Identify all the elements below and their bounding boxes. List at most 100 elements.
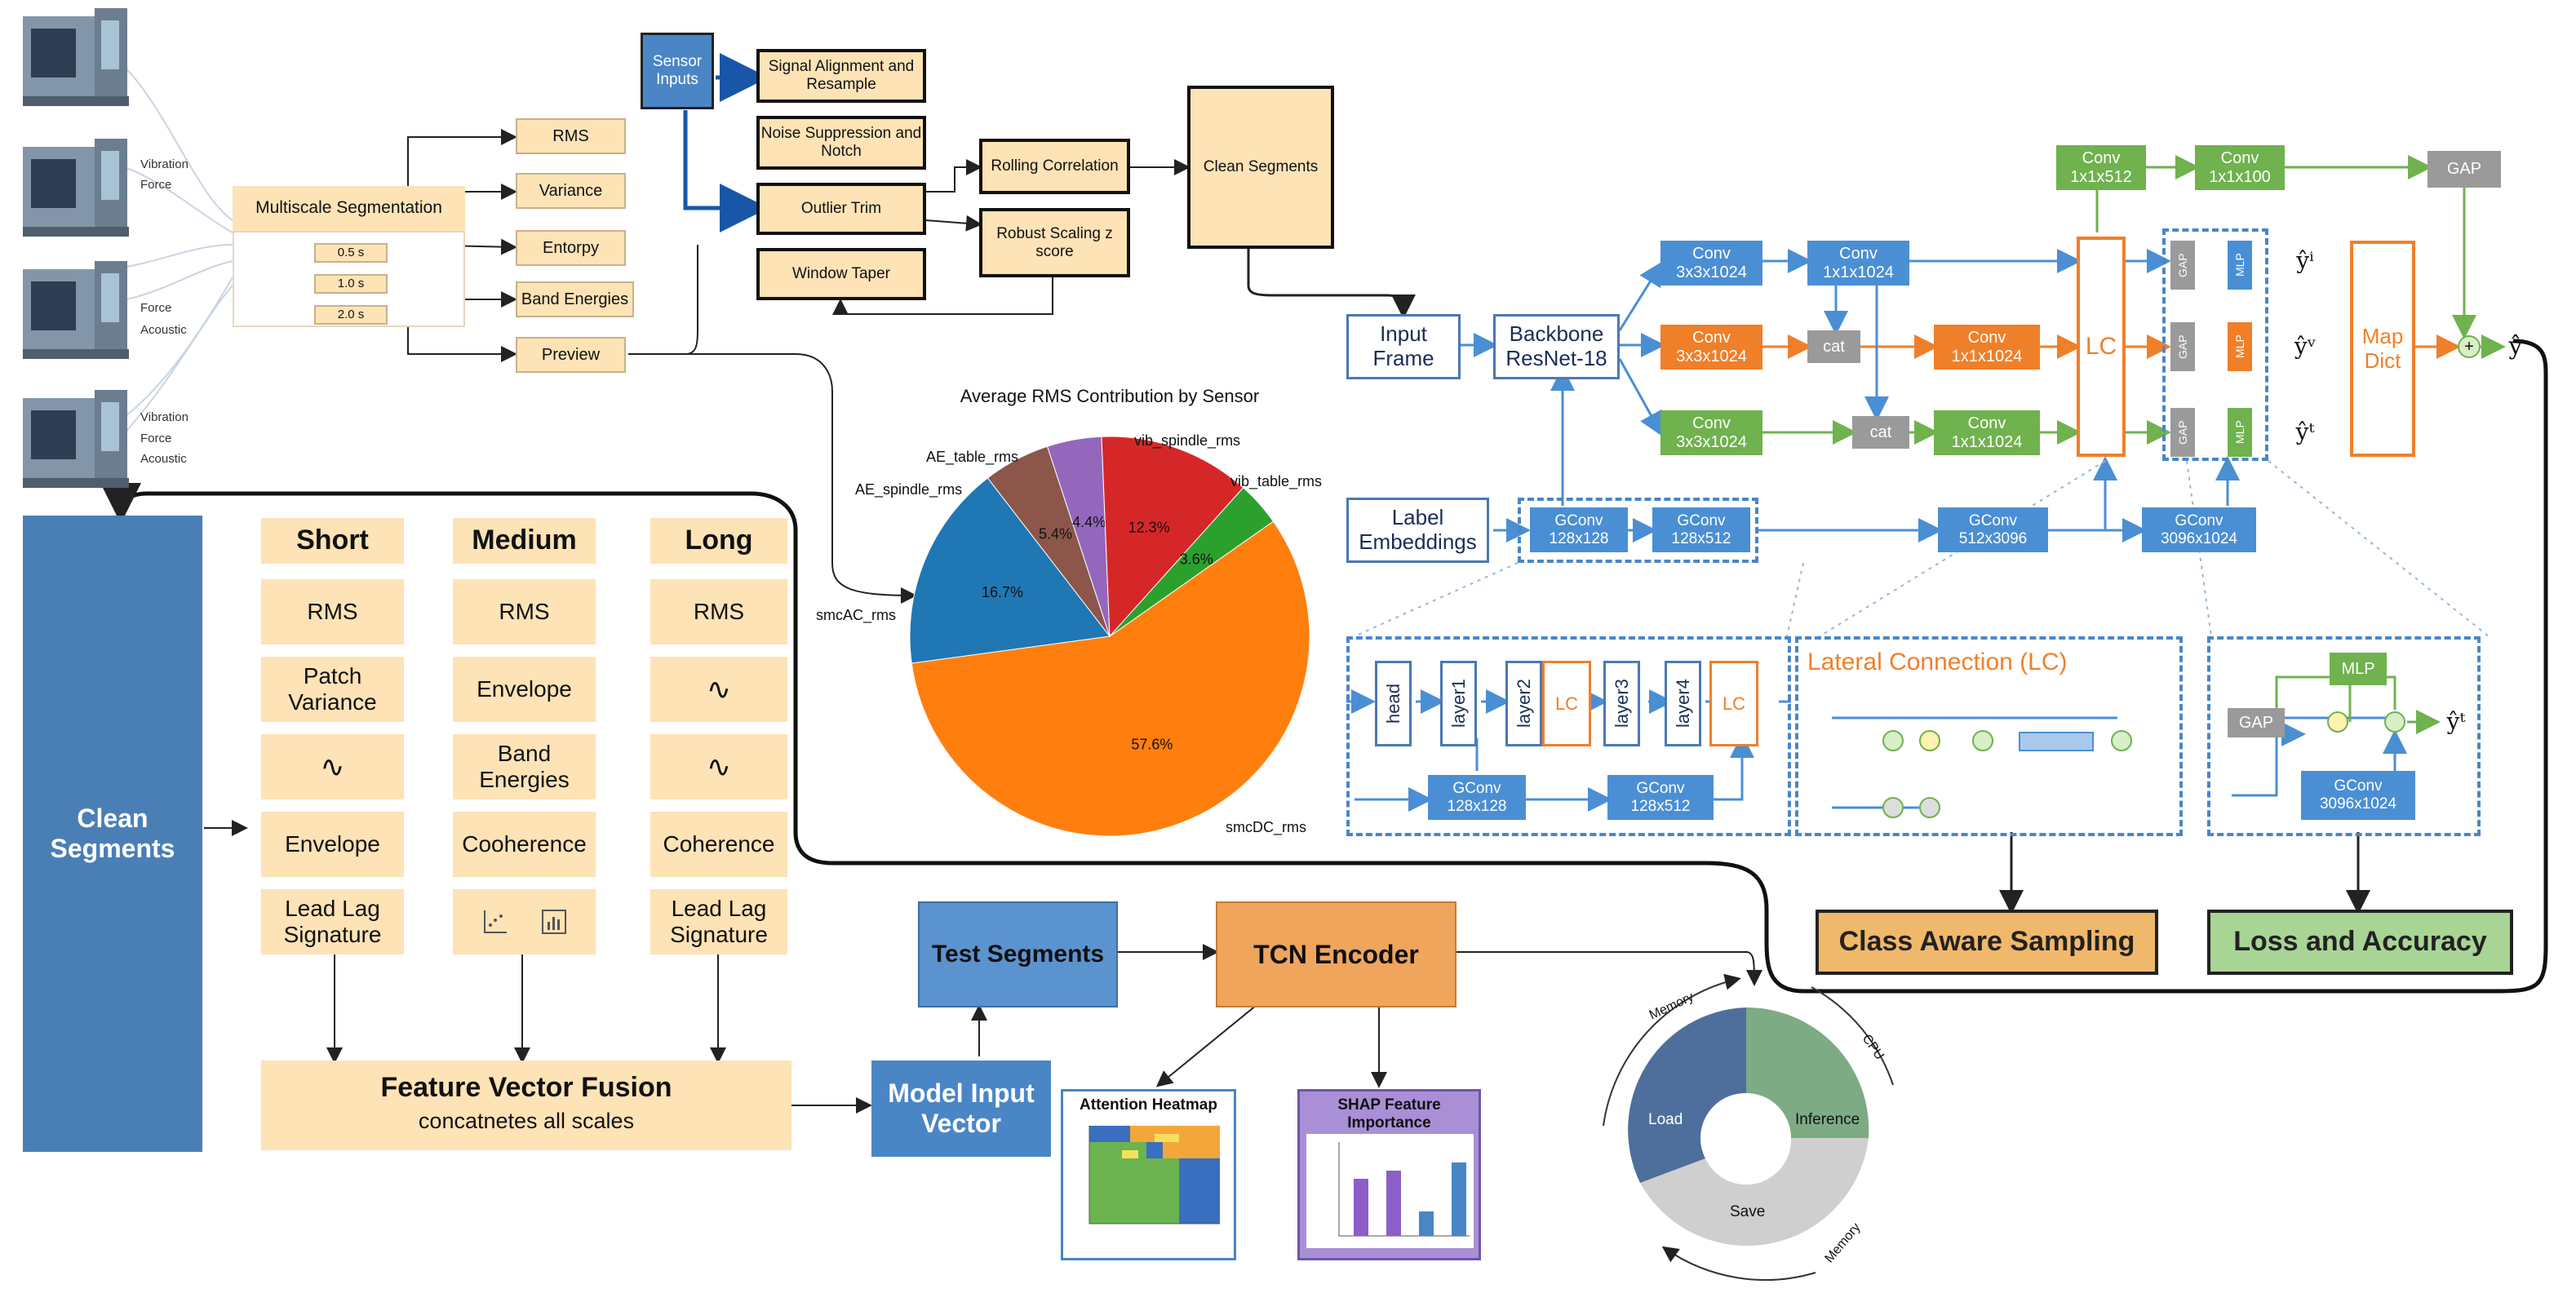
pie-slice-vib-spindle-rms	[1101, 436, 1244, 638]
cat-box-1: cat	[1807, 330, 1860, 363]
conv-3x3-blue: Conv 3x3x1024	[1660, 241, 1762, 286]
sensor-label: Force	[140, 178, 172, 192]
step-outlier-trim: Outlier Trim	[756, 183, 926, 235]
map-dict-box: Map Dict	[2350, 241, 2415, 457]
medium-rms: RMS	[453, 579, 596, 644]
y-v-label: ŷᵛ	[2294, 332, 2317, 360]
feature-fusion-box: Feature Vector Fusion concatnetes all sc…	[261, 1061, 791, 1150]
machine-icon-2	[23, 139, 131, 237]
short-patch-variance: Patch Variance	[261, 657, 404, 722]
lc-main-box: LC	[2077, 237, 2126, 457]
pie-value-label: 5.4%	[1039, 525, 1072, 542]
layer1-box: layer1	[1440, 661, 1477, 746]
fusion-title: Feature Vector Fusion	[380, 1072, 672, 1103]
output-entropy: Entorpy	[516, 230, 626, 266]
bar-chart-icon	[541, 910, 566, 934]
pie-label-ae-spindle: AE_spindle_rms	[855, 481, 963, 498]
pie-slice-smcdc-rms	[911, 520, 1310, 837]
pie-label-ae-table: AE_table_rms	[926, 449, 1019, 465]
cycle-inference: Inference	[1795, 1111, 1860, 1128]
layer2-box: layer2	[1505, 661, 1542, 746]
detail-gconv-128x128: GConv 128x128	[1428, 775, 1526, 820]
sensor-label: Force	[140, 432, 172, 445]
conv-1x1x100: Conv 1x1x100	[2195, 145, 2285, 190]
conv-1x1-green: Conv 1x1x1024	[1934, 410, 2040, 455]
gap-mlp-dashed-group	[2162, 228, 2268, 461]
column-header-long: Long	[650, 518, 787, 564]
multiscale-segmentation-box: Multiscale Segmentation	[233, 186, 465, 231]
scale-chip: 0.5 s	[314, 243, 388, 263]
mlp-2: MLP	[2228, 322, 2252, 371]
head-box: head	[1375, 661, 1412, 746]
output-variance: Variance	[516, 173, 626, 209]
conv-3x3-orange: Conv 3x3x1024	[1660, 325, 1762, 370]
short-waveform-icon: ∿	[261, 734, 404, 799]
sensor-label: Acoustic	[140, 452, 187, 466]
mlp-3: MLP	[2228, 408, 2252, 457]
fusion-subtitle: concatnetes all scales	[418, 1109, 635, 1133]
sensor-label: Vibration	[140, 410, 188, 424]
gap-3: GAP	[2170, 408, 2195, 457]
gap-1: GAP	[2170, 241, 2195, 290]
machine-icon-1	[23, 8, 131, 106]
pie-slice-smcac-rms	[909, 477, 1111, 664]
pie-title: Average RMS Contribution by Sensor	[960, 386, 1260, 407]
resource-cycle-diagram	[1628, 1007, 1869, 1247]
label-embeddings-box: Label Embeddings	[1346, 498, 1489, 563]
attention-title: Attention Heatmap	[1080, 1096, 1217, 1114]
gconv-128x128: GConv 128x128	[1530, 507, 1628, 552]
scale-chip: 1.0 s	[314, 274, 388, 294]
output-band-energies: Band Energies	[516, 281, 634, 317]
input-frame-box: Input Frame	[1346, 314, 1461, 379]
conv-1x1-blue: Conv 1x1x1024	[1807, 241, 1909, 286]
long-rms: RMS	[650, 579, 787, 644]
detail-gconv-128x512: GConv 128x512	[1607, 775, 1714, 820]
lc-box-1: LC	[1542, 661, 1591, 746]
class-aware-sampling-box: Class Aware Sampling	[1816, 910, 2158, 975]
y-hat-output: ŷ	[2508, 331, 2523, 361]
sensor-label: Acoustic	[140, 323, 187, 337]
cycle-load: Load	[1648, 1111, 1683, 1128]
lc-title: Lateral Connection (LC)	[1807, 649, 2068, 675]
backbone-detail-panel	[1346, 636, 1791, 836]
rms-pie-chart: 57.6%16.7%5.4%4.4%12.3%3.6%	[909, 436, 1310, 837]
pie-label-smcac: smcAC_rms	[816, 607, 896, 623]
pie-label-vib-table: vib_table_rms	[1230, 473, 1323, 489]
long-lead-lag: Lead Lag Signature	[650, 889, 787, 954]
lc-detail-panel	[1795, 636, 2183, 836]
step-noise-suppression: Noise Suppression and Notch	[756, 116, 926, 170]
clean-segments-box: Clean Segments	[1187, 86, 1334, 249]
tcn-encoder-box: TCN Encoder	[1216, 901, 1456, 1007]
sensor-label: Force	[140, 301, 172, 315]
sensor-label: Vibration	[140, 157, 188, 171]
cycle-save: Save	[1730, 1203, 1766, 1220]
machine-icon-4	[23, 390, 131, 488]
pie-slice-vib-table-rms	[1109, 487, 1275, 637]
gconv-dashed-group	[1518, 498, 1758, 563]
detail-gconv-3096x1024: GConv 3096x1024	[2301, 771, 2415, 820]
attention-heatmap-card: Attention Heatmap	[1061, 1089, 1236, 1260]
output-rms: RMS	[516, 118, 626, 154]
column-header-medium: Medium	[453, 518, 596, 564]
clean-segments-pillar: Clean Segments	[23, 516, 202, 1152]
conv-1x1-orange: Conv 1x1x1024	[1934, 325, 2040, 370]
detail-y-t: ŷᵗ	[2446, 707, 2466, 735]
y-i-label: ŷⁱ	[2296, 246, 2314, 274]
sensor-inputs-box: Sensor Inputs	[641, 33, 714, 109]
column-header-short: Short	[261, 518, 404, 564]
y-t-label: ŷᵗ	[2295, 418, 2315, 445]
output-detail-panel	[2207, 636, 2481, 836]
pie-value-label: 3.6%	[1180, 551, 1213, 568]
medium-band-energies: Band Energies	[453, 734, 596, 799]
short-lead-lag: Lead Lag Signature	[261, 889, 404, 954]
loss-accuracy-box: Loss and Accuracy	[2207, 910, 2513, 975]
shap-card: SHAP Feature Importance	[1297, 1089, 1481, 1260]
medium-coherence: Cooherence	[453, 812, 596, 877]
backbone-box: Backbone ResNet-18	[1493, 314, 1620, 379]
pie-value-label: 57.6%	[1131, 736, 1173, 752]
plus-node: +	[2458, 335, 2481, 358]
cat-box-2: cat	[1852, 416, 1909, 449]
long-coherence: Coherence	[650, 812, 787, 877]
shap-title: SHAP Feature Importance	[1337, 1096, 1441, 1131]
